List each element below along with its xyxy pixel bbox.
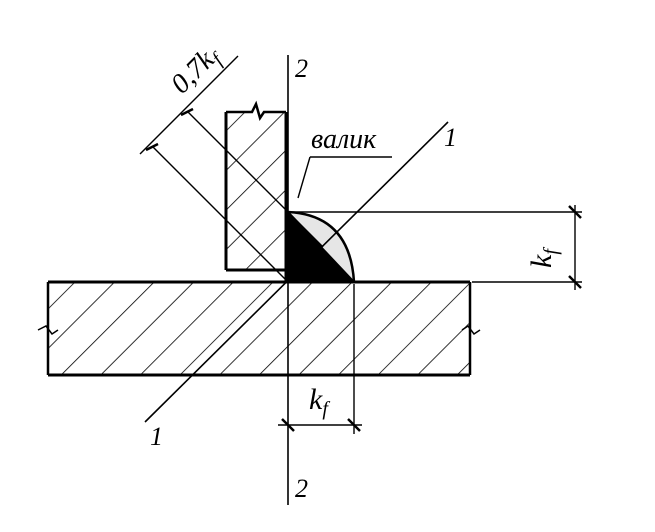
svg-text:0,7kf: 0,7kf bbox=[165, 39, 229, 103]
svg-text:kf: kf bbox=[525, 247, 562, 268]
label-plane-upper: 1 bbox=[444, 123, 457, 152]
break-mark-right bbox=[461, 324, 481, 336]
throat-dimension bbox=[139, 55, 324, 283]
leg-vertical-k: k bbox=[525, 254, 558, 268]
label-throat: 0,7kf bbox=[165, 39, 229, 103]
leg-horizontal-sub: f bbox=[322, 398, 330, 420]
line-1-1 bbox=[144, 121, 449, 423]
label-leg-horizontal: kf bbox=[309, 383, 330, 420]
label-plane-lower: 1 bbox=[150, 422, 163, 451]
leg-vertical-sub: f bbox=[540, 247, 562, 255]
leg-horizontal-k: k bbox=[309, 383, 323, 416]
horizontal-leg-dimension bbox=[278, 284, 362, 434]
label-section-bottom: 2 bbox=[295, 474, 308, 503]
bead-leader bbox=[297, 156, 392, 199]
label-leg-vertical: kf bbox=[525, 247, 562, 268]
vertical-leg-dimension bbox=[290, 205, 582, 290]
base-plate bbox=[37, 280, 481, 377]
vertical-plate bbox=[224, 100, 288, 282]
break-mark-left bbox=[37, 325, 59, 336]
break-mark-top bbox=[226, 100, 286, 121]
label-section-top: 2 bbox=[295, 54, 308, 83]
label-bead: валик bbox=[311, 124, 377, 155]
